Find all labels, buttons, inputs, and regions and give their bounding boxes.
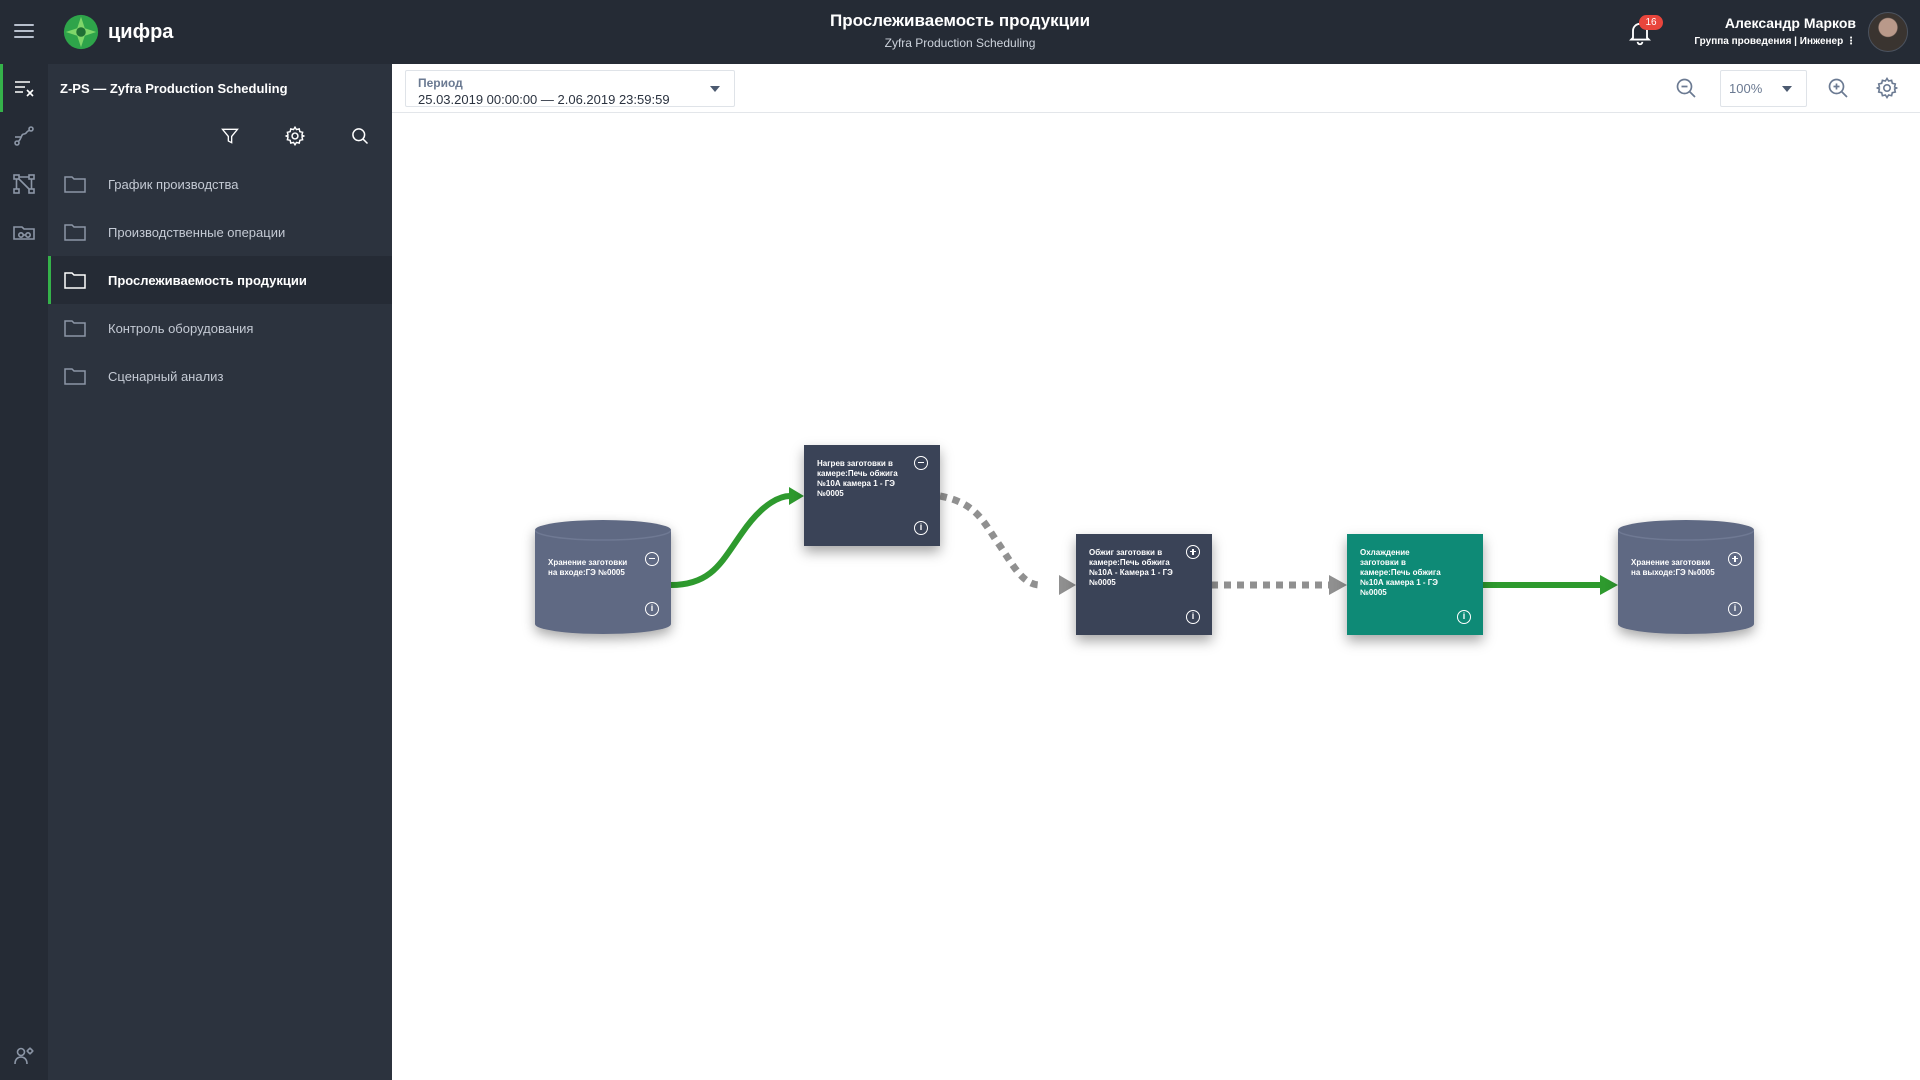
- folder-icon: [64, 320, 86, 337]
- list-filter-icon: [15, 81, 34, 97]
- rail-route[interactable]: [0, 112, 48, 160]
- tree-item-label: Прослеживаемость продукции: [108, 272, 307, 288]
- avatar[interactable]: [1868, 12, 1908, 52]
- folder-icon: [64, 176, 86, 193]
- graph-node-cooling[interactable]: Охлаждение заготовки в камере:Печь обжиг…: [1347, 534, 1483, 635]
- tree-item-label: Производственные операции: [108, 224, 286, 240]
- info-icon[interactable]: i: [645, 602, 659, 616]
- period-label: Период: [418, 76, 463, 90]
- tree-item-product-traceability[interactable]: Прослеживаемость продукции: [48, 256, 392, 304]
- notification-badge: 16: [1639, 15, 1663, 30]
- graph-node-heating[interactable]: Нагрев заготовки в камере:Печь обжига №1…: [804, 445, 940, 546]
- graph-node-output-storage[interactable]: Хранение заготовки на выходе:ГЭ №0005 i: [1618, 520, 1754, 634]
- rail-network[interactable]: [0, 160, 48, 208]
- page-title: Прослеживаемость продукции: [829, 11, 1091, 30]
- page-subtitle: Zyfra Production Scheduling: [884, 36, 1036, 50]
- edge-arrow-n2-n3: [1059, 575, 1076, 595]
- edge-arrow-n1-n2: [789, 487, 804, 505]
- cylinder-shape: [535, 520, 671, 634]
- folder-icon: [64, 224, 86, 241]
- expand-icon[interactable]: [1186, 545, 1200, 559]
- gear-icon: [284, 125, 305, 147]
- node-label: Охлаждение заготовки в камере:Печь обжиг…: [1360, 548, 1441, 597]
- node-label: Нагрев заготовки в камере:Печь обжига №1…: [817, 459, 898, 498]
- logo[interactable]: цифра: [62, 12, 173, 52]
- panel-toolbar: [48, 112, 392, 160]
- menu-icon[interactable]: [12, 20, 36, 44]
- gear-icon[interactable]: [1875, 76, 1899, 100]
- info-icon[interactable]: i: [914, 521, 928, 535]
- zoom-select[interactable]: 100%: [1720, 70, 1807, 107]
- edge-arrow-n3-n4: [1329, 575, 1347, 595]
- page-heading: Прослеживаемость продукции Zyfra Product…: [700, 11, 1220, 50]
- search-icon: [351, 128, 368, 145]
- graph-node-firing[interactable]: Обжиг заготовки в камере:Печь обжига №10…: [1076, 534, 1212, 635]
- logo-text: цифра: [108, 20, 174, 43]
- rail-list-filter[interactable]: [0, 64, 48, 112]
- user-info[interactable]: Александр Марков Группа проведения | Инж…: [1694, 15, 1856, 47]
- filter-button[interactable]: [197, 112, 262, 160]
- chevron-down-icon: [710, 86, 720, 92]
- expand-icon[interactable]: [1728, 552, 1742, 566]
- period-value: 25.03.2019 00:00:00 — 2.06.2019 23:59:59: [418, 92, 670, 107]
- info-icon[interactable]: i: [1186, 610, 1200, 624]
- search-button[interactable]: [327, 112, 392, 160]
- user-name: Александр Марков: [1724, 15, 1856, 31]
- tree-item-label: Контроль оборудования: [108, 320, 254, 336]
- info-icon[interactable]: i: [1457, 610, 1471, 624]
- node-label: Хранение заготовки на входе:ГЭ №0005: [548, 558, 628, 577]
- rail-gantt[interactable]: [0, 208, 48, 256]
- tree-item-label: График производства: [108, 176, 239, 192]
- folder-icon: [64, 368, 86, 385]
- zoom-out-icon[interactable]: [1674, 76, 1698, 100]
- graph-toolbar: Период 25.03.2019 00:00:00 — 2.06.2019 2…: [392, 64, 1920, 113]
- panel-title: Z-PS — Zyfra Production Scheduling: [60, 81, 288, 96]
- users-settings-icon: [14, 1047, 34, 1065]
- tree-item-label: Сценарный анализ: [108, 368, 224, 384]
- route-icon: [14, 126, 34, 146]
- folder-icon: [64, 272, 86, 289]
- settings-button[interactable]: [262, 112, 327, 160]
- edge-n2-n3: [939, 492, 1041, 589]
- period-select[interactable]: Период 25.03.2019 00:00:00 — 2.06.2019 2…: [405, 70, 735, 107]
- edge-arrow-n4-n5: [1600, 575, 1618, 595]
- zoom-value: 100%: [1729, 81, 1763, 96]
- cylinder-shape: [1618, 520, 1754, 634]
- user-role: Группа проведения | Инженер ⋮: [1694, 36, 1856, 47]
- chevron-down-icon: [1782, 86, 1792, 92]
- node-label: Хранение заготовки на выходе:ГЭ №0005: [1631, 558, 1715, 577]
- node-label: Обжиг заготовки в камере:Печь обжига №10…: [1089, 548, 1173, 587]
- graph-node-input-storage[interactable]: Хранение заготовки на входе:ГЭ №0005 i: [535, 520, 671, 634]
- icon-rail: [0, 64, 48, 1080]
- rail-users-settings[interactable]: [0, 1032, 48, 1080]
- tree-item-production-operations[interactable]: Производственные операции: [48, 208, 392, 256]
- network-icon: [13, 174, 35, 194]
- tree-item-production-schedule[interactable]: График производства: [48, 160, 392, 208]
- edge-n1-n2: [668, 493, 793, 588]
- logo-mark-icon: [63, 14, 99, 50]
- zoom-in-icon[interactable]: [1826, 76, 1850, 100]
- gantt-icon: [13, 226, 35, 240]
- graph-canvas[interactable]: Хранение заготовки на входе:ГЭ №0005 i Н…: [392, 113, 1920, 1080]
- collapse-icon[interactable]: [914, 456, 928, 470]
- app-header: цифра Прослеживаемость продукции Zyfra P…: [0, 0, 1920, 64]
- filter-icon: [220, 128, 239, 144]
- collapse-icon[interactable]: [645, 552, 659, 566]
- navigation-panel: Z-PS — Zyfra Production Scheduling Графи…: [48, 64, 392, 1080]
- info-icon[interactable]: i: [1728, 602, 1742, 616]
- graph-edges: [668, 487, 1618, 595]
- tree-item-equipment-control[interactable]: Контроль оборудования: [48, 304, 392, 352]
- tree-item-scenario-analysis[interactable]: Сценарный анализ: [48, 352, 392, 400]
